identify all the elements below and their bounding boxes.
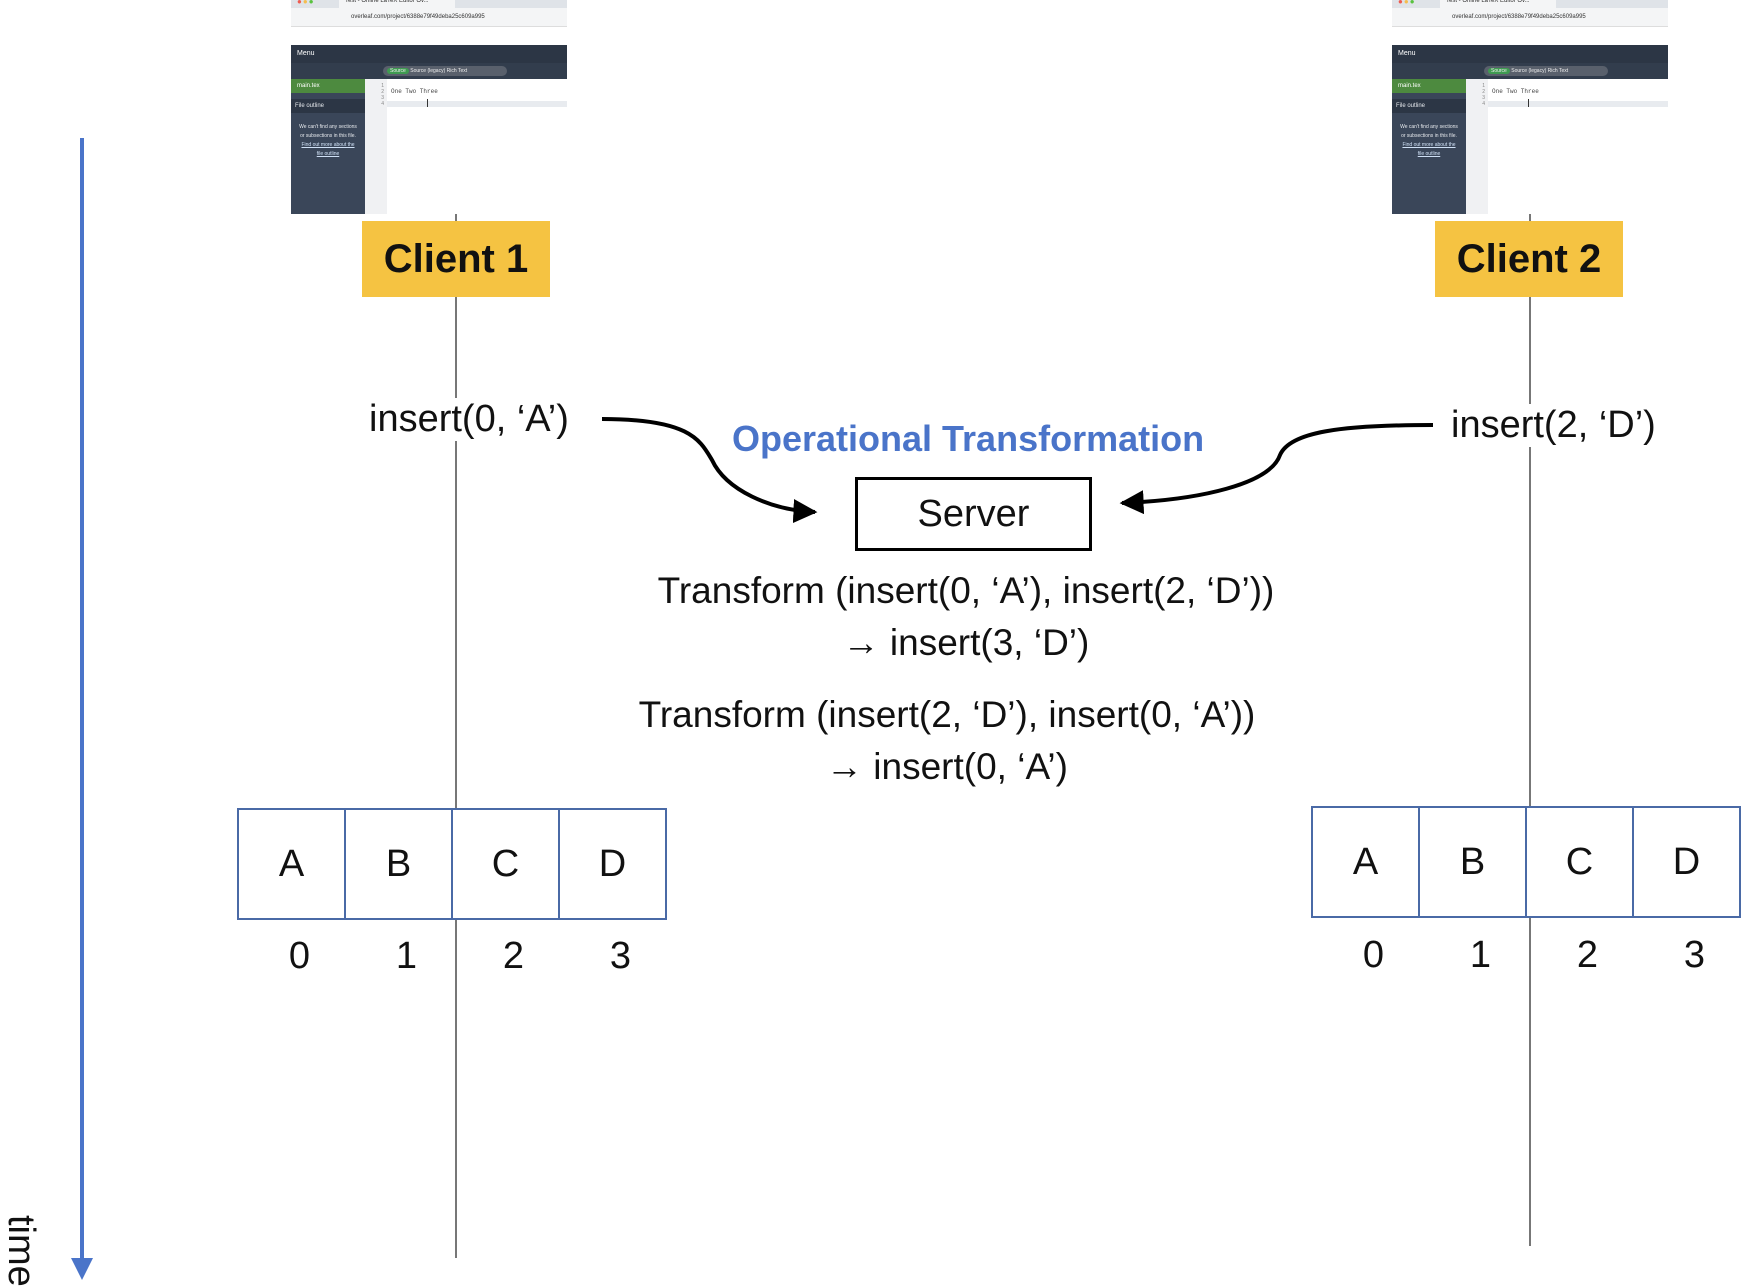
index-label: 3 xyxy=(609,935,632,977)
browser-tab-bar: ●●● Test - Online LaTeX Editor Ov... xyxy=(291,0,567,8)
editor-mode-switch: Source Source (legacy) Rich Text xyxy=(1484,66,1608,76)
client-1-badge: Client 1 xyxy=(362,221,550,297)
client-1-to-server-arrow xyxy=(601,417,818,524)
file-sidebar: main.tex File outline We can't find any … xyxy=(1392,79,1466,214)
menu-bar: Menu xyxy=(291,45,567,63)
client-2-badge: Client 2 xyxy=(1435,221,1623,297)
index-label: 0 xyxy=(288,935,311,977)
window-controls: ●●● xyxy=(1398,0,1416,6)
url-bar: overleaf.com/project/6388e79f49deba25c60… xyxy=(291,8,567,27)
file-sidebar: main.tex File outline We can't find any … xyxy=(291,79,365,214)
client-2-lifeline xyxy=(1529,214,1531,1246)
client-1-editor-thumbnail: ●●● Test - Online LaTeX Editor Ov... ove… xyxy=(291,0,567,214)
text-caret xyxy=(427,99,428,107)
window-controls: ●●● xyxy=(297,0,315,6)
client-2-to-server-arrow xyxy=(1119,423,1434,515)
client-2-index-row: 0 1 2 3 xyxy=(1320,934,1748,977)
client-1-index-row: 0 1 2 3 xyxy=(246,935,674,978)
char-cell: C xyxy=(451,808,560,920)
browser-tab: Test - Online LaTeX Editor Ov... xyxy=(339,0,455,8)
char-cell: C xyxy=(1525,806,1634,918)
transform-2-result: → insert(0, ‘A’) xyxy=(826,746,1068,787)
transform-1-expression: Transform (insert(0, ‘A’), insert(2, ‘D’… xyxy=(657,570,1275,611)
url-bar: overleaf.com/project/6388e79f49deba25c60… xyxy=(1392,8,1668,27)
char-cell: B xyxy=(344,808,453,920)
file-item-main-tex: main.tex xyxy=(1392,79,1466,93)
file-outline-header: File outline xyxy=(1392,99,1466,113)
char-cell: B xyxy=(1418,806,1527,918)
time-axis-line xyxy=(80,138,84,1260)
client-1-lifeline xyxy=(455,214,457,1258)
file-outline-message: We can't find any sections or subsection… xyxy=(1400,124,1458,157)
client-1-operation: insert(0, ‘A’) xyxy=(361,398,577,441)
time-axis-arrowhead xyxy=(71,1258,93,1280)
index-label: 0 xyxy=(1362,934,1385,976)
char-cell: D xyxy=(1632,806,1741,918)
text-caret xyxy=(1528,99,1529,107)
code-editor: One Two Three xyxy=(387,79,567,214)
char-cell: A xyxy=(237,808,346,920)
client-1-document-array: A B C D xyxy=(237,808,667,920)
transform-1-result: → insert(3, ‘D’) xyxy=(842,622,1090,663)
client-2-document-array: A B C D xyxy=(1311,806,1741,918)
index-label: 3 xyxy=(1683,934,1706,976)
index-label: 1 xyxy=(395,935,418,977)
diagram-title: Operational Transformation xyxy=(732,418,1205,459)
client-2-operation: insert(2, ‘D’) xyxy=(1443,404,1664,447)
transform-2-expression: Transform (insert(2, ‘D’), insert(0, ‘A’… xyxy=(638,694,1256,735)
client-2-editor-thumbnail: ●●● Test - Online LaTeX Editor Ov... ove… xyxy=(1392,0,1668,214)
browser-tab-bar: ●●● Test - Online LaTeX Editor Ov... xyxy=(1392,0,1668,8)
index-label: 1 xyxy=(1469,934,1492,976)
file-outline-message: We can't find any sections or subsection… xyxy=(299,124,357,157)
index-label: 2 xyxy=(1576,934,1599,976)
menu-bar: Menu xyxy=(1392,45,1668,63)
char-cell: D xyxy=(558,808,667,920)
index-label: 2 xyxy=(502,935,525,977)
code-editor: One Two Three xyxy=(1488,79,1668,214)
char-cell: A xyxy=(1311,806,1420,918)
editor-toolbar: Source Source (legacy) Rich Text xyxy=(291,63,567,79)
editor-mode-switch: Source Source (legacy) Rich Text xyxy=(383,66,507,76)
server-box: Server xyxy=(855,477,1092,551)
file-item-main-tex: main.tex xyxy=(291,79,365,93)
browser-tab: Test - Online LaTeX Editor Ov... xyxy=(1440,0,1556,8)
file-outline-header: File outline xyxy=(291,99,365,113)
editor-toolbar: Source Source (legacy) Rich Text xyxy=(1392,63,1668,79)
